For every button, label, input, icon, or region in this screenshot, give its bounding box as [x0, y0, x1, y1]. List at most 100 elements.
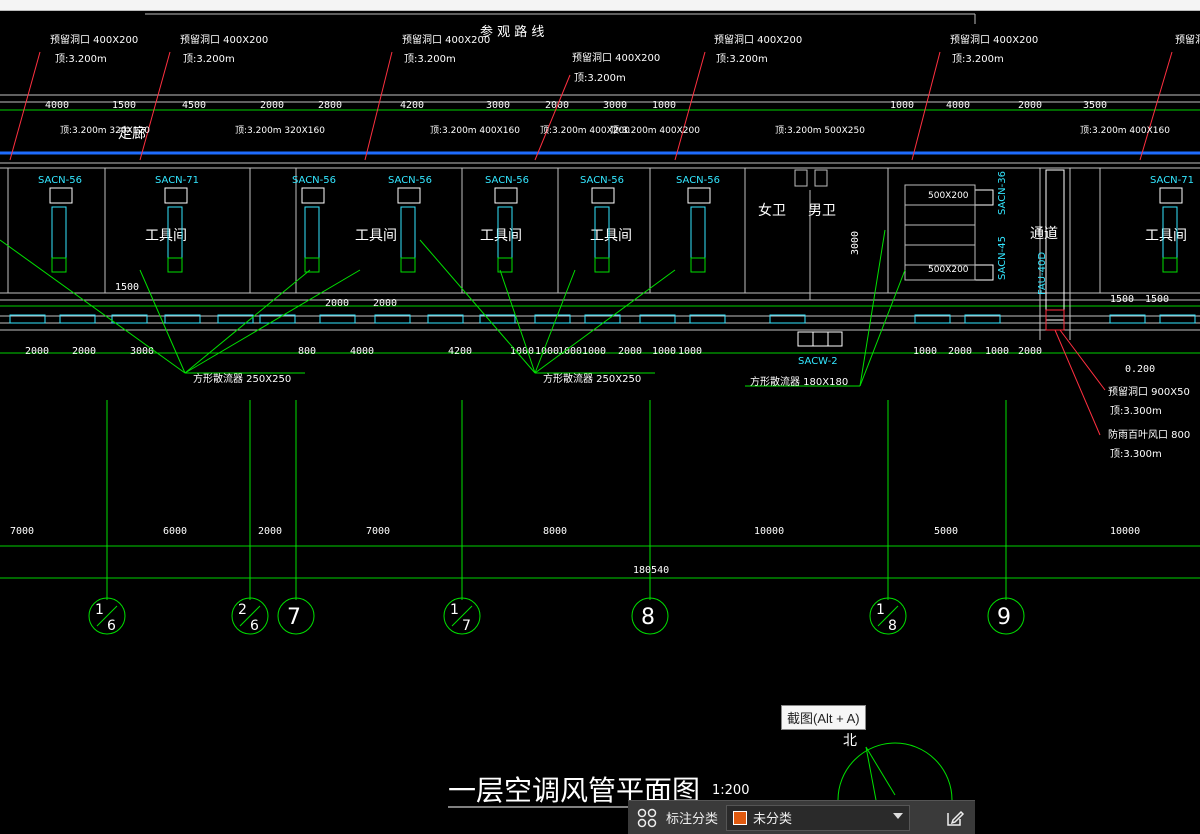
dim-text: 3500	[1083, 100, 1107, 111]
note-text: 0.200	[1125, 364, 1155, 375]
axis-den: 6	[107, 618, 116, 634]
duct-size: 顶:3.200m 400X160	[430, 125, 520, 136]
unit-label: SACN-56	[388, 175, 432, 186]
axis-den: 8	[888, 618, 897, 634]
mid-dimensions: 1500 3000 1500 1500 2000 2000 3000 800 4…	[25, 231, 1169, 357]
duct-size: 顶:3.200m 400X160	[1080, 125, 1170, 136]
ac-unit: SACN-56	[580, 175, 624, 273]
unit-label: SACN-45	[997, 236, 1008, 280]
unit-label: SACN-56	[676, 175, 720, 186]
axis-main: 7	[287, 605, 301, 630]
window-marks	[9, 314, 1196, 324]
opening-top: 顶:3.200m	[404, 53, 456, 65]
dim-text: 3000	[130, 346, 154, 357]
dim-text: 3000	[850, 231, 861, 255]
ac-unit: SACN-56	[292, 175, 336, 273]
axis-main: 8	[641, 605, 655, 630]
opening-labels: 预留洞口 400X200 顶:3.200m 预留洞口 400X200 顶:3.2…	[9, 33, 1200, 161]
room-name: 走廊	[118, 125, 146, 142]
dim-text: 3000	[486, 100, 510, 111]
route-label: 参 观 路 线	[480, 24, 544, 40]
unit-label: SACN-71	[155, 175, 199, 186]
dim-text: 2800	[318, 100, 342, 111]
building-walls	[0, 94, 1200, 579]
opening-label: 预留洞口 400X200	[572, 51, 660, 64]
route-line: 参 观 路 线	[145, 13, 976, 40]
opening-label: 预留洞口 400X200	[714, 33, 802, 46]
note-text: 顶:3.300m	[1110, 448, 1162, 460]
drawing-scale: 1:200	[712, 783, 749, 798]
dim-text: 1000	[582, 346, 606, 357]
room-walls	[7, 168, 1101, 340]
room-name: 工具间	[355, 228, 397, 244]
grid-icon[interactable]	[628, 801, 666, 834]
category-color-swatch	[733, 810, 748, 825]
dim-text: 1000	[535, 346, 559, 357]
dim-text: 1000	[678, 346, 702, 357]
north-label: 北	[843, 733, 857, 749]
diffuser-label: 方形散流器 250X250	[193, 372, 291, 385]
diffuser-label: 方形散流器 250X250	[543, 372, 641, 385]
chevron-down-icon	[893, 812, 904, 819]
ac-unit: SACN-45	[974, 236, 1008, 281]
ac-unit: SACN-71	[155, 175, 199, 273]
duct-size-labels: 顶:3.200m 320X120 顶:3.200m 320X160 顶:3.20…	[60, 125, 1170, 136]
unit-label: SACN-56	[292, 175, 336, 186]
dim-text: 2000	[373, 298, 397, 309]
note-text: 预留洞口 900X50	[1108, 385, 1190, 398]
category-select[interactable]: 未分类	[726, 804, 911, 831]
note-text: 防雨百叶风口 800	[1108, 428, 1190, 441]
dim-text: 1000	[890, 100, 914, 111]
north-arrow: 北	[837, 733, 953, 801]
annotation-category-label: 标注分类	[666, 811, 719, 826]
dim-text: 2000	[258, 526, 282, 537]
dim-text: 2000	[1018, 100, 1042, 111]
room-name: 通道	[1030, 226, 1058, 242]
dim-text: 7000	[366, 526, 390, 537]
dim-text: 4000	[350, 346, 374, 357]
cad-canvas[interactable]: 参 观 路 线	[0, 10, 1200, 833]
dim-text: 1000	[652, 100, 676, 111]
size-label: 500X200	[928, 191, 969, 201]
dim-text: 4200	[400, 100, 424, 111]
room-names: 走廊 工具间 工具间 工具间 工具间 女卫 男卫 通道 工具间	[118, 125, 1187, 244]
dim-text: 3000	[603, 100, 627, 111]
dim-text: 1500	[1145, 294, 1169, 305]
sacw-label: SACW-2	[798, 356, 838, 367]
axis-num: 1	[95, 602, 104, 618]
sacw-unit: SACW-2	[797, 331, 843, 367]
ac-unit: SACN-56	[388, 175, 432, 273]
window-top-strip	[0, 0, 1200, 11]
dim-text: 2000	[25, 346, 49, 357]
duct-size: 顶:3.200m 400X200	[610, 125, 700, 136]
room-name: 工具间	[590, 228, 632, 244]
room-name: 工具间	[1145, 228, 1187, 244]
room-name: 男卫	[808, 203, 836, 219]
ac-unit: SACN-56	[676, 175, 720, 273]
unit-label: SACN-56	[580, 175, 624, 186]
dim-text: 2000	[72, 346, 96, 357]
axis-den: 7	[462, 618, 471, 634]
opening-top: 顶:3.200m	[952, 53, 1004, 65]
unit-label: SACN-71	[1150, 175, 1194, 186]
dim-text: 1500	[1110, 294, 1134, 305]
duct-size: 顶:3.200m 320X160	[235, 125, 325, 136]
axis-num: 1	[876, 602, 885, 618]
fau-label: FAU-40D	[1037, 252, 1048, 295]
dim-text: 1500	[115, 282, 139, 293]
duct-size: 顶:3.200m 500X250	[775, 125, 865, 136]
axis-den: 6	[250, 618, 259, 634]
dim-text: 2000	[1018, 346, 1042, 357]
dim-text: 8000	[543, 526, 567, 537]
opening-top: 顶:3.200m	[574, 72, 626, 84]
axis-num: 1	[450, 602, 459, 618]
opening-label: 预留洞口 400X200	[50, 33, 138, 46]
dim-text: 1000	[558, 346, 582, 357]
opening-top: 顶:3.200m	[55, 53, 107, 65]
edit-icon[interactable]	[935, 801, 975, 834]
toilet-fixtures: 500X200 500X200	[794, 169, 976, 300]
ac-unit: SACN-56	[485, 175, 529, 273]
duct-size: 顶:3.200m 400X200	[540, 125, 630, 136]
axis-lines	[106, 400, 1007, 600]
ac-unit: SACN-71	[1150, 175, 1194, 273]
